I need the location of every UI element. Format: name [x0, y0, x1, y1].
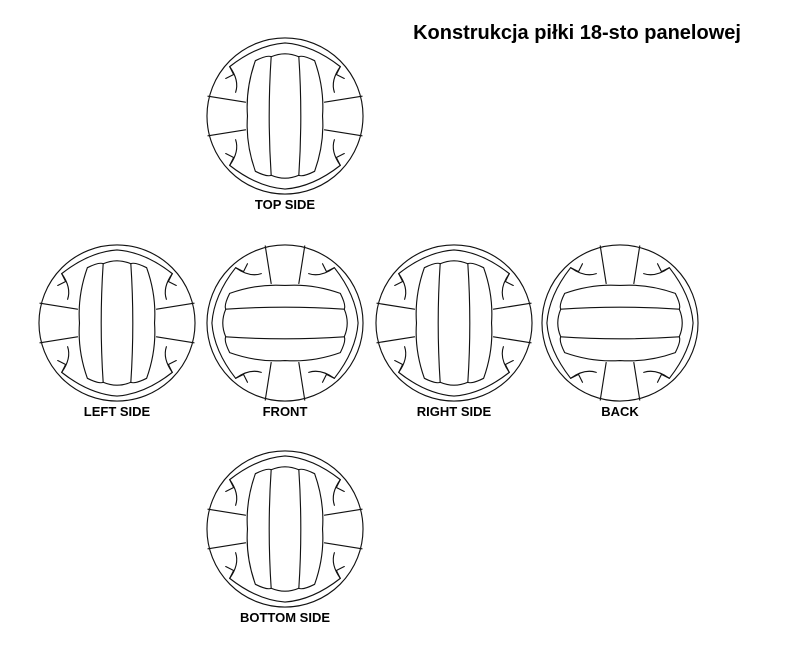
ball-bottom-side — [205, 449, 365, 609]
label-front: FRONT — [262, 404, 308, 419]
ball-right-side — [374, 243, 534, 403]
label-bottom-side: BOTTOM SIDE — [239, 610, 331, 625]
ball-front — [205, 243, 365, 403]
label-left-side: LEFT SIDE — [83, 404, 151, 419]
ball-top-side — [205, 36, 365, 196]
ball-left-side — [37, 243, 197, 403]
ball-back — [540, 243, 700, 403]
label-right-side: RIGHT SIDE — [416, 404, 492, 419]
label-top-side: TOP SIDE — [254, 197, 316, 212]
page-title: Konstrukcja piłki 18-sto panelowej — [413, 22, 741, 44]
label-back: BACK — [601, 404, 639, 419]
